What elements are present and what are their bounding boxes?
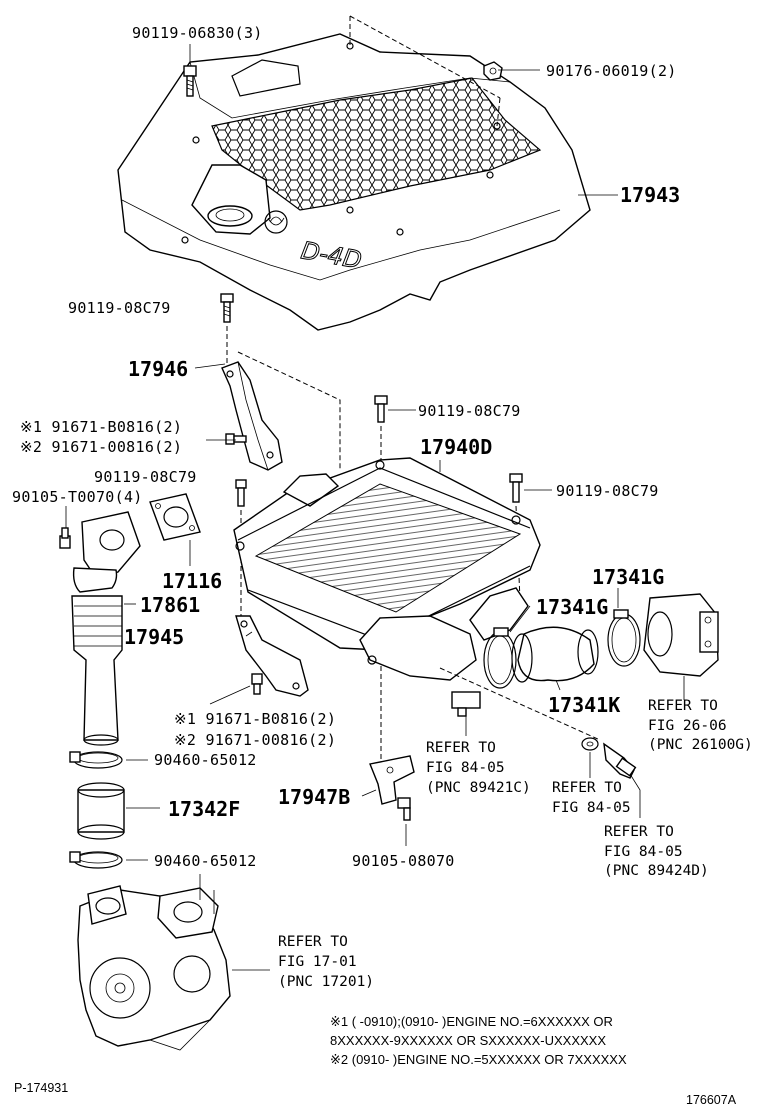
ref-line: FIG 84-05 bbox=[426, 760, 505, 776]
figure-code: 176607A bbox=[686, 1093, 737, 1107]
page-code: P-174931 bbox=[14, 1081, 68, 1095]
bolt-icon bbox=[225, 433, 247, 445]
ref-line: REFER TO bbox=[426, 740, 496, 756]
label-bolt-sensor: 90105-08070 bbox=[352, 852, 455, 870]
bolt-icon bbox=[220, 293, 234, 323]
throttle-body bbox=[643, 593, 719, 677]
label-bolt-note2-lower: ※2 91671-00816(2) bbox=[174, 731, 336, 749]
temperature-sensor-icon bbox=[603, 742, 637, 779]
ref-line: (PNC 26100G) bbox=[648, 737, 753, 753]
label-bolt-small-left: 90119-08C79 bbox=[94, 468, 197, 486]
label-bolt-note2-upper: ※2 91671-00816(2) bbox=[20, 438, 182, 456]
bolt-icon bbox=[251, 673, 263, 695]
nut-icon bbox=[483, 61, 503, 81]
label-clamp-17341G-upper: 17341G bbox=[592, 565, 664, 589]
clamp-90460 bbox=[69, 851, 123, 869]
label-hose-17341K: 17341K bbox=[548, 693, 620, 717]
pipe-17861 bbox=[71, 511, 141, 746]
reference-turbo: REFER TO FIG 17-01 (PNC 17201) bbox=[278, 934, 374, 990]
label-bolt-note1-lower: ※1 91671-B0816(2) bbox=[174, 710, 336, 728]
ref-line: (PNC 89424D) bbox=[604, 863, 709, 879]
ref-line: REFER TO bbox=[604, 824, 674, 840]
engine-cover-17943: D-4D bbox=[117, 33, 591, 331]
ref-line: REFER TO bbox=[278, 934, 348, 950]
bracket-17946 bbox=[221, 361, 283, 471]
turbocharger bbox=[77, 874, 231, 1051]
label-bolt-90119-06830: 90119-06830(3) bbox=[132, 24, 263, 42]
label-stud: 90105-T0070(4) bbox=[12, 488, 143, 506]
label-gasket: 17116 bbox=[162, 569, 222, 593]
clamp-90460 bbox=[69, 751, 123, 769]
hose-17342F bbox=[77, 782, 125, 840]
bolt-icon bbox=[183, 65, 197, 97]
label-bracket-17947B: 17947B bbox=[278, 785, 350, 809]
bolt-icon bbox=[374, 395, 388, 423]
ref-line: FIG 84-05 bbox=[552, 800, 631, 816]
label-nut-90176-06019: 90176-06019(2) bbox=[546, 62, 677, 80]
note-line-1: ※1 ( -0910);(0910- )ENGINE NO.=6XXXXXX O… bbox=[330, 1014, 613, 1029]
label-clamp-17341G-mid: 17341G bbox=[536, 595, 608, 619]
intercooler-17940D bbox=[233, 457, 541, 681]
label-pipe-17861: 17861 bbox=[140, 593, 200, 617]
reference-sensor-b: REFER TO FIG 84-05 bbox=[552, 780, 631, 816]
label-clamp-lower-1: 90460-65012 bbox=[154, 751, 257, 769]
reference-sensor-c: REFER TO FIG 84-05 (PNC 89424D) bbox=[604, 824, 709, 879]
ref-line: REFER TO bbox=[552, 780, 622, 796]
reference-throttle: REFER TO FIG 26-06 (PNC 26100G) bbox=[648, 698, 753, 753]
label-bolt-center: 90119-08C79 bbox=[418, 402, 521, 420]
note-line-3: ※2 (0910- )ENGINE NO.=5XXXXXX OR 7XXXXXX bbox=[330, 1052, 627, 1067]
ref-line: FIG 84-05 bbox=[604, 844, 683, 860]
footnotes: ※1 ( -0910);(0910- )ENGINE NO.=6XXXXXX O… bbox=[330, 1014, 627, 1067]
label-bolt-right: 90119-08C79 bbox=[556, 482, 659, 500]
label-bolt-bracket-left: 90119-08C79 bbox=[68, 299, 171, 317]
label-bracket-17945: 17945 bbox=[124, 625, 184, 649]
label-clamp-lower-2: 90460-65012 bbox=[154, 852, 257, 870]
bolt-icon bbox=[235, 479, 247, 507]
label-engine-cover: 17943 bbox=[620, 183, 680, 207]
stud-icon bbox=[59, 527, 71, 549]
hose-17341K bbox=[511, 626, 599, 683]
sensor-icon bbox=[451, 691, 481, 717]
bracket-17947B bbox=[369, 755, 415, 805]
washer-icon bbox=[581, 737, 599, 751]
bolt-icon bbox=[509, 473, 523, 503]
ref-line: REFER TO bbox=[648, 698, 718, 714]
label-intercooler: 17940D bbox=[420, 435, 492, 459]
label-bracket-17946: 17946 bbox=[128, 357, 188, 381]
ref-line: FIG 17-01 bbox=[278, 954, 357, 970]
bracket-17945 bbox=[235, 615, 309, 697]
note-line-2: 8XXXXXX-9XXXXXX OR SXXXXXX-UXXXXXX bbox=[330, 1033, 606, 1048]
ref-line: (PNC 89421C) bbox=[426, 780, 531, 796]
label-hose-17342F: 17342F bbox=[168, 797, 240, 821]
ref-line: FIG 26-06 bbox=[648, 718, 727, 734]
reference-sensor-a: REFER TO FIG 84-05 (PNC 89421C) bbox=[426, 740, 531, 796]
gasket-17116 bbox=[149, 493, 201, 541]
label-bolt-note1-upper: ※1 91671-B0816(2) bbox=[20, 418, 182, 436]
clamp-17341G bbox=[607, 609, 641, 667]
bolt-icon bbox=[397, 797, 411, 821]
ref-line: (PNC 17201) bbox=[278, 974, 374, 990]
